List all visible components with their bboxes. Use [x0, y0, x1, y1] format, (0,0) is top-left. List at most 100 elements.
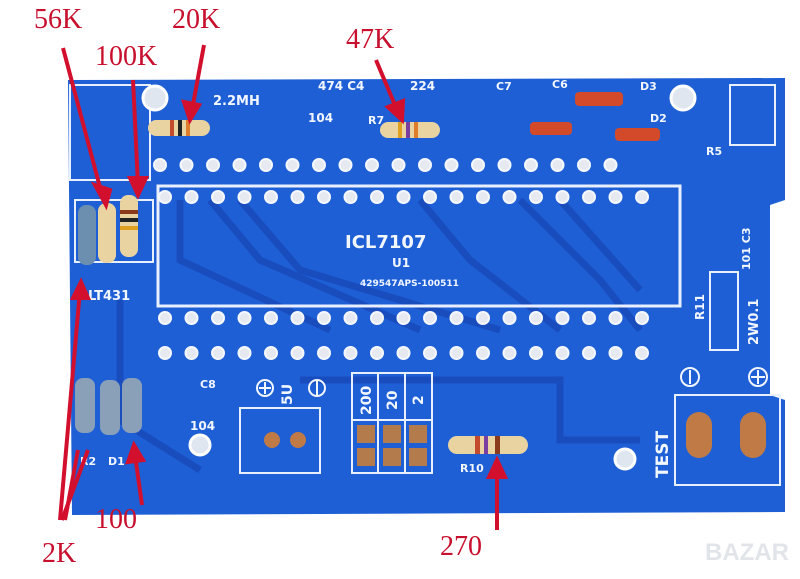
solder-hole	[423, 190, 437, 204]
solder-hole	[577, 158, 591, 172]
diode-d3	[575, 92, 623, 106]
resistor-56k	[78, 205, 96, 265]
solder-hole	[370, 190, 384, 204]
solder-hole	[635, 346, 649, 360]
chip-outline	[156, 184, 682, 308]
solder-hole	[343, 346, 358, 360]
label-56k: 56K	[34, 4, 82, 35]
solder-hole	[502, 311, 517, 325]
solder-hole	[555, 190, 570, 204]
label-100: 100	[95, 504, 137, 535]
solder-hole	[290, 346, 305, 360]
solder-hole	[555, 311, 570, 325]
d2-label: D2	[650, 112, 667, 125]
solder-holes	[153, 158, 649, 360]
supply-label: 5U	[280, 384, 296, 405]
solder-hole	[317, 190, 331, 204]
d3-label: D3	[640, 80, 657, 93]
solder-hole	[184, 311, 199, 325]
solder-hole	[502, 346, 517, 360]
diode	[530, 122, 572, 135]
solder-hole	[158, 190, 172, 204]
solder-hole	[418, 158, 432, 172]
d1-label: D1	[108, 455, 125, 468]
solder-hole	[635, 311, 649, 325]
solder-hole	[317, 311, 331, 325]
solder-hole	[211, 311, 225, 325]
c4-label: 474 C4	[318, 79, 364, 93]
c3-label: 101 C3	[740, 227, 753, 270]
label-47k: 47K	[346, 24, 394, 55]
pad	[264, 432, 280, 448]
c8-label: C8	[200, 378, 216, 391]
solder-hole	[365, 158, 379, 172]
solder-hole	[423, 346, 437, 360]
solder-hole	[264, 346, 278, 360]
solder-hole	[211, 190, 225, 204]
solder-hole	[285, 158, 300, 172]
terminal-outline	[674, 394, 781, 486]
solder-hole	[206, 158, 220, 172]
solder-hole	[449, 311, 464, 325]
chip-label: ICL7107	[345, 232, 426, 253]
solder-hole	[158, 311, 172, 325]
solder-hole	[290, 190, 305, 204]
mounting-hole	[188, 433, 212, 457]
power-connector-outline	[239, 407, 321, 474]
shunt-label: 2W0.1	[747, 299, 762, 345]
lt431-label: LT431	[88, 289, 130, 304]
diode-d2	[615, 128, 660, 141]
solder-hole	[449, 346, 464, 360]
solder-hole	[370, 311, 384, 325]
pad	[290, 432, 306, 448]
range-200-label: 200	[359, 386, 375, 415]
solder-hole	[603, 158, 618, 172]
silk-outline	[74, 199, 154, 263]
solder-hole	[184, 346, 199, 360]
solder-hole	[259, 158, 273, 172]
c7-label: C7	[496, 80, 512, 93]
r5-label: R5	[706, 145, 722, 158]
solder-hole	[370, 346, 384, 360]
solder-hole	[529, 190, 543, 204]
solder-hole	[449, 190, 464, 204]
solder-hole	[290, 311, 305, 325]
solder-hole	[396, 311, 411, 325]
solder-hole	[555, 346, 570, 360]
annotation-arrows	[58, 44, 509, 530]
c6-label: C6	[552, 78, 568, 91]
solder-hole	[497, 158, 512, 172]
test-label: TEST	[653, 431, 673, 478]
solder-hole	[396, 190, 411, 204]
label-20k: 20K	[172, 4, 220, 35]
solder-hole	[153, 158, 167, 172]
range-20-label: 20	[385, 390, 401, 410]
r7-label: R7	[368, 114, 384, 127]
solder-hole	[232, 158, 247, 172]
chip-code: 429547APS-100511	[360, 279, 459, 289]
solder-hole	[608, 190, 623, 204]
c224-label: 224	[410, 79, 435, 93]
solder-hole	[396, 346, 411, 360]
solder-hole	[529, 311, 543, 325]
solder-hole	[608, 311, 623, 325]
solder-hole	[471, 158, 485, 172]
solder-hole	[237, 190, 252, 204]
solder-hole	[529, 346, 543, 360]
r11-label: R11	[693, 294, 707, 320]
solder-hole	[502, 190, 517, 204]
c104-top-label: 104	[308, 111, 333, 125]
solder-hole	[582, 311, 596, 325]
r10-label: R10	[460, 462, 484, 475]
polarity-symbols	[256, 367, 768, 397]
solder-hole	[338, 158, 353, 172]
c8-value-label: 104	[190, 419, 215, 433]
solder-hole	[582, 190, 596, 204]
chip-ref: U1	[392, 256, 410, 270]
label-2k: 2K	[42, 538, 76, 569]
solder-hole	[211, 346, 225, 360]
resistor-100	[122, 378, 142, 433]
range-2-label: 2	[411, 395, 427, 405]
